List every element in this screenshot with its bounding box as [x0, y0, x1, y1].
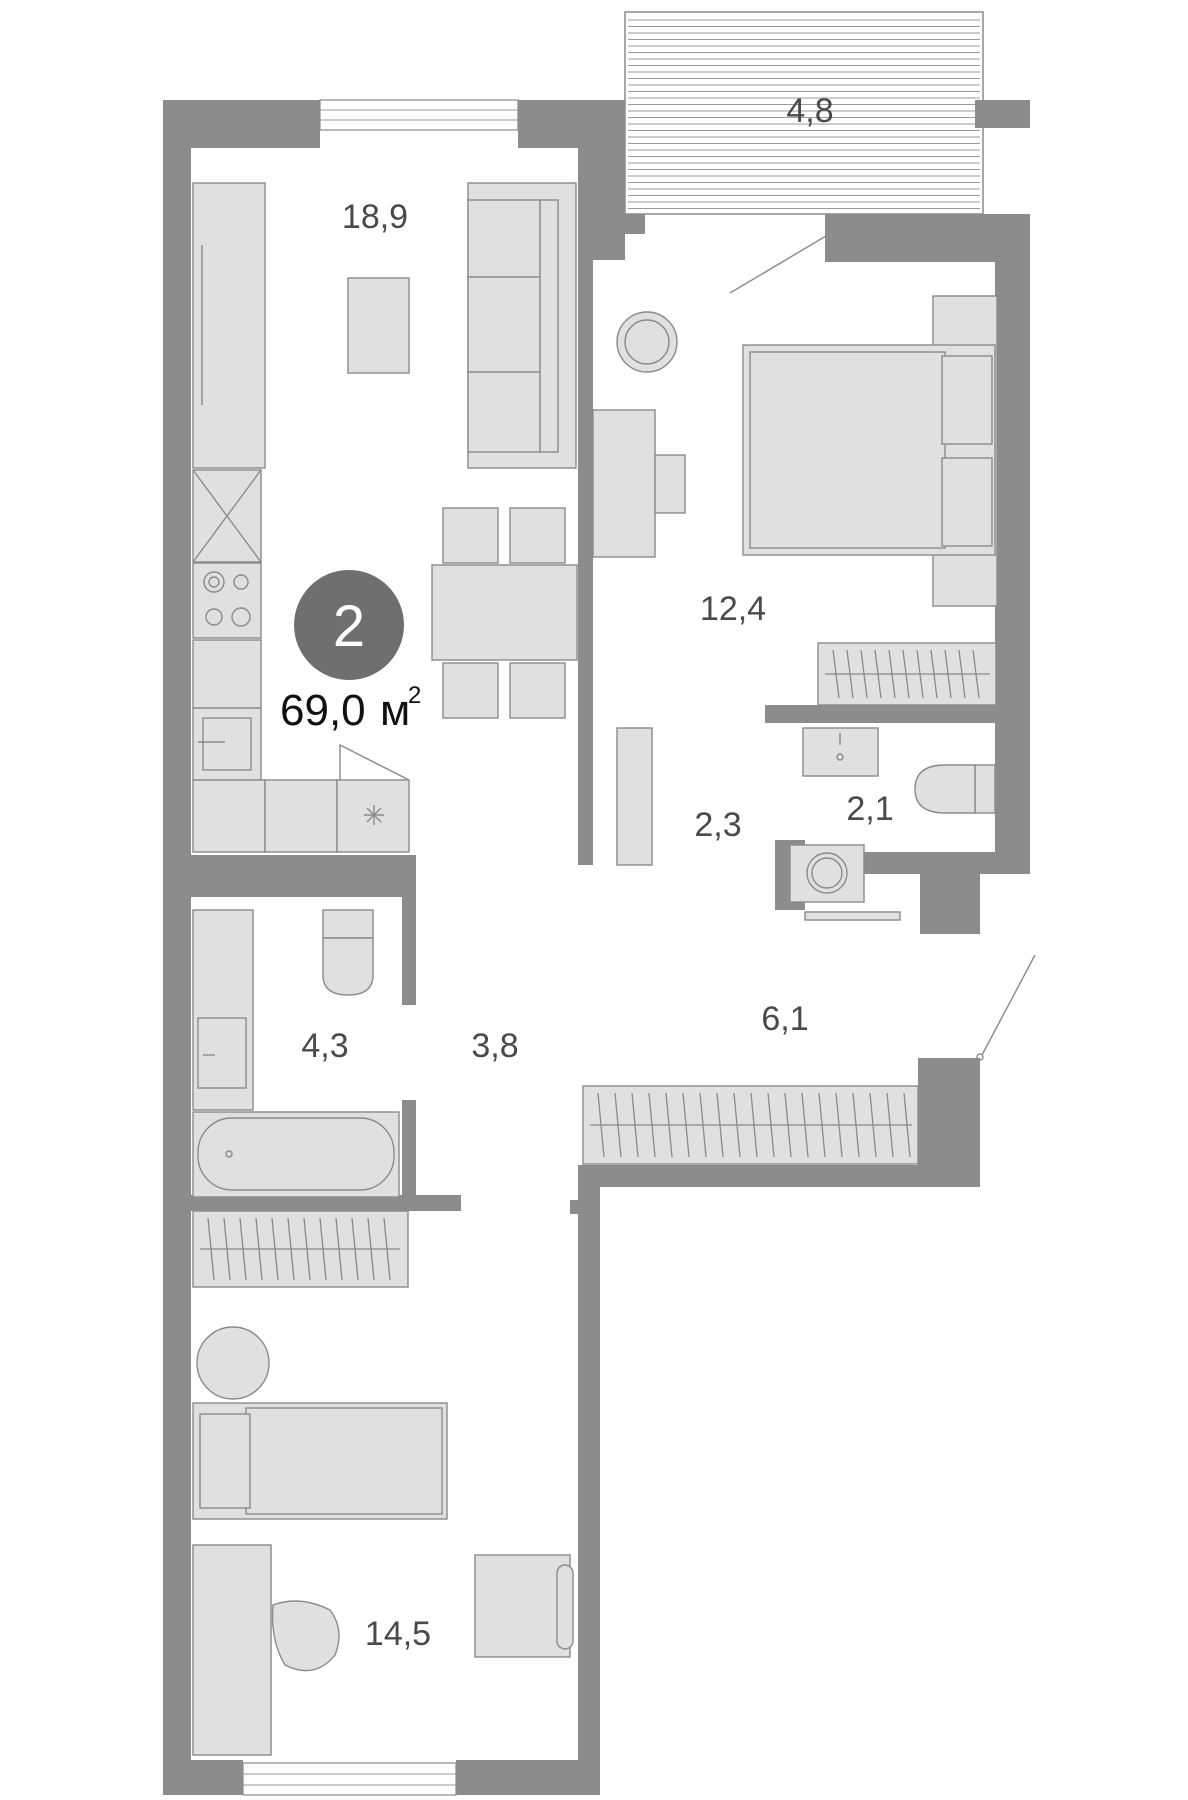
kitchen-units: [192, 182, 266, 563]
closet-area-label: 2,3: [694, 806, 741, 844]
kitchen-cabinet: [192, 639, 262, 709]
hatch-line: [750, 1092, 758, 1158]
hatch-line: [597, 1092, 605, 1158]
hatch-line: [682, 1092, 690, 1158]
hatch-line: [716, 1092, 724, 1158]
round-table-icon: [196, 1326, 270, 1400]
hatch-line: [869, 1092, 877, 1158]
rooms-count-badge: 2: [294, 570, 404, 680]
wc-area-label: 2,1: [846, 790, 893, 828]
armchair-icon: [474, 1554, 574, 1658]
toilet-icon: [914, 764, 996, 814]
hatch-line: [801, 1092, 809, 1158]
corridor-area-label: 3,8: [471, 1027, 518, 1065]
hatch-line: [958, 649, 966, 699]
hatch-line: [888, 649, 896, 699]
area-labels: 4,8 18,9 12,4 2,3 2,1 4,3 3,8 6,1 14,5: [301, 92, 893, 1653]
wardrobe-hangers: [200, 1217, 400, 1281]
hatch-line: [303, 1217, 311, 1281]
kitchen-sink-icon: [192, 707, 262, 781]
hatch-line: [903, 1092, 911, 1158]
hatch-line: [271, 1217, 279, 1281]
hatch-line: [767, 1092, 775, 1158]
hatch-line: [972, 649, 980, 699]
washing-machine-icon: [789, 844, 901, 921]
hatch-line: [874, 649, 882, 699]
hatch-line: [886, 1092, 894, 1158]
living-kitchen-area-label: 18,9: [342, 198, 408, 236]
hatch-line: [852, 1092, 860, 1158]
desk-chair-icon: [592, 409, 686, 558]
hatch-line: [614, 1092, 622, 1158]
hatch-line: [207, 1217, 215, 1281]
hatch-line: [223, 1217, 231, 1281]
wardrobe-hangers: [825, 649, 990, 699]
round-table-icon: [616, 311, 678, 373]
door-icon: [976, 954, 1036, 1061]
stove-icon: [192, 562, 262, 639]
hatch-line: [648, 1092, 656, 1158]
hatch-line: [319, 1217, 327, 1281]
hatch-line: [832, 649, 840, 699]
balcony: [624, 11, 984, 215]
bed-icon: [192, 1402, 448, 1520]
hatch-line: [351, 1217, 359, 1281]
hatch-line: [916, 649, 924, 699]
hatch-line: [665, 1092, 673, 1158]
window-icon: [319, 99, 519, 131]
wardrobe-icon: [817, 642, 997, 706]
window-icon: [242, 1762, 457, 1796]
coffee-table: [347, 277, 410, 374]
door-icon: [339, 743, 410, 781]
sink-icon: [802, 727, 879, 777]
bedroom-2-area-label: 14,5: [365, 1615, 431, 1653]
hatch-line: [846, 649, 854, 699]
hatch-line: [367, 1217, 375, 1281]
door-icon: [729, 235, 827, 294]
hatch-line: [631, 1092, 639, 1158]
balcony-deck-slats: [628, 19, 980, 209]
hatch-line: [944, 649, 952, 699]
total-area-unit: м: [380, 686, 410, 735]
hatch-line: [835, 1092, 843, 1158]
dining-table-icon: [431, 507, 578, 719]
hatch-line: [733, 1092, 741, 1158]
hatch-line: [699, 1092, 707, 1158]
kitchen-cabinet: [264, 779, 338, 853]
closet-shelf: [616, 727, 653, 866]
hatch-line: [255, 1217, 263, 1281]
desk-chair-icon: [192, 1544, 340, 1756]
hatch-line: [818, 1092, 826, 1158]
hatch-line: [383, 1217, 391, 1281]
rooms-count: 2: [333, 594, 365, 659]
hatch-line: [784, 1092, 792, 1158]
wardrobe-icon: [192, 1210, 409, 1288]
total-area: 69,0 м 2: [280, 682, 421, 735]
bathtub-icon: [192, 1111, 400, 1198]
bedroom-area-label: 12,4: [700, 590, 766, 628]
fridge-icon: [336, 779, 410, 853]
toilet-icon: [322, 909, 374, 996]
hatch-line: [239, 1217, 247, 1281]
hatch-line: [902, 649, 910, 699]
wardrobe-hangers: [590, 1092, 912, 1158]
wardrobe-icon: [582, 1085, 919, 1165]
total-area-value: 69,0: [280, 686, 366, 735]
sink-icon: [192, 909, 254, 1111]
hatch-line: [860, 649, 868, 699]
total-area-exp: 2: [408, 682, 421, 709]
hatch-line: [930, 649, 938, 699]
hall-area-label: 6,1: [761, 1000, 808, 1038]
bathroom-area-label: 4,3: [301, 1027, 348, 1065]
bed-icon: [742, 295, 998, 607]
hatch-line: [335, 1217, 343, 1281]
hatch-line: [287, 1217, 295, 1281]
balcony-area-label: 4,8: [786, 92, 833, 130]
kitchen-cabinet: [192, 779, 266, 853]
sofa-icon: [467, 182, 577, 469]
